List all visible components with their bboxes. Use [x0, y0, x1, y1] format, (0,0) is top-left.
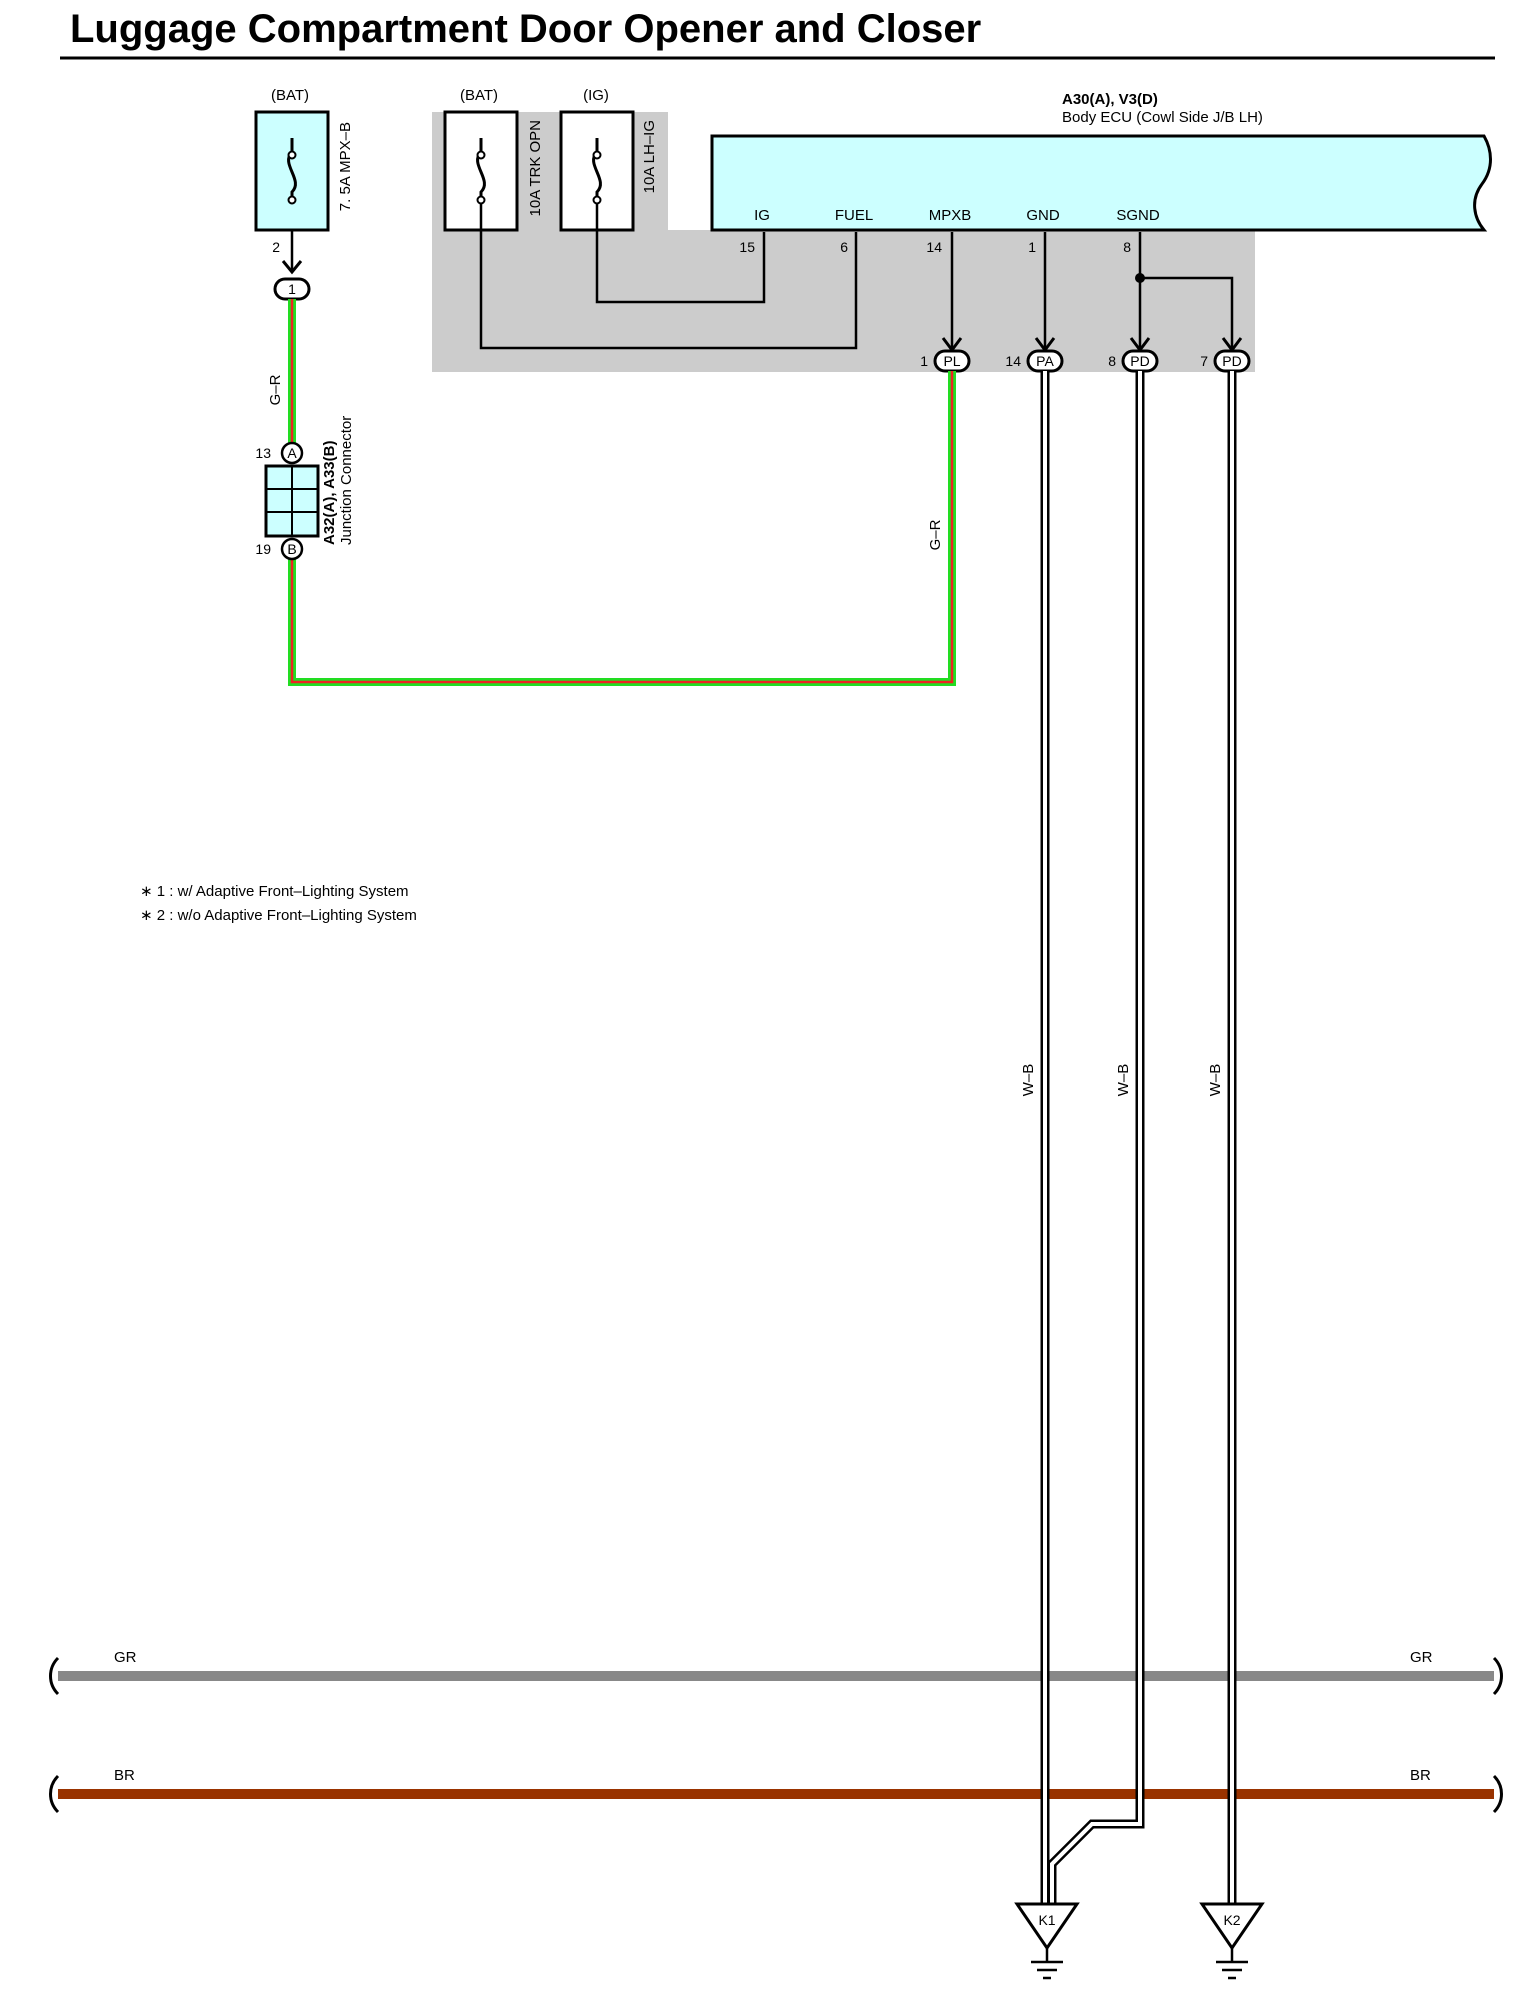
fuse-mpx-b: (BAT) 7. 5A MPX–B [254, 87, 354, 232]
ground-k2-label: K2 [1223, 1912, 1240, 1928]
bus-br-label-left: BR [114, 1767, 135, 1784]
junction-block-area [432, 112, 1255, 372]
ground-k1-label: K1 [1038, 1912, 1055, 1928]
fuse-trk-opn: (BAT) 10A TRK OPN [443, 87, 544, 232]
fuse-mpx-b-connector-code: 1 [288, 281, 296, 297]
conn-pd-8-pin: 8 [1108, 353, 1116, 369]
junction-code-b: B [287, 541, 296, 557]
conn-pd-7-code: PD [1222, 353, 1241, 369]
ecu-pin-mpxb: 14 [926, 239, 942, 255]
internal-wiring [479, 204, 1234, 350]
splice-point [1135, 273, 1145, 283]
fuse-mpx-b-source: (BAT) [271, 87, 309, 104]
ecu-code: A30(A), V3(D) [1062, 91, 1158, 108]
ecu-term-fuel: FUEL [835, 207, 873, 224]
junction-pin-a [280, 441, 304, 465]
ground-k2: K2 [1199, 1902, 1265, 1980]
conn-pd-8-code: PD [1130, 353, 1149, 369]
wire-label-w-b-1: W–B [1020, 1064, 1037, 1097]
body-ecu: A30(A), V3(D) Body ECU (Cowl Side J/B LH… [710, 91, 1492, 255]
bus-gr-label-right: GR [1410, 1649, 1433, 1666]
output-connectors: PL 1 PA 14 PD 8 PD 7 [920, 349, 1251, 373]
junction-code: A32(A), A33(B) [321, 441, 338, 545]
ecu-name: Body ECU (Cowl Side J/B LH) [1062, 109, 1263, 126]
junction-connector: A 13 B 19 A32(A), A33(B) Junction Connec… [255, 416, 355, 561]
wire-label-w-b-2: W–B [1115, 1064, 1132, 1097]
fuse-lh-ig-source: (IG) [583, 87, 609, 104]
bus-br [49, 1774, 1503, 1814]
bus-br-label-right: BR [1410, 1767, 1431, 1784]
conn-pd-7-pin: 7 [1200, 353, 1208, 369]
conn-pl-pin: 1 [920, 353, 928, 369]
ecu-box [710, 134, 1492, 232]
ecu-term-ig: IG [754, 207, 770, 224]
conn-pl-code: PL [943, 353, 960, 369]
bus-gr [49, 1656, 1503, 1696]
junction-name: Junction Connector [338, 416, 355, 545]
wire-g-r [288, 299, 956, 686]
note-2: ∗ 2 : w/o Adaptive Front–Lighting System [140, 907, 417, 924]
ecu-pin-fuel: 6 [840, 239, 848, 255]
fuse-mpx-b-name: 7. 5A MPX–B [337, 122, 354, 211]
conn-pa-code: PA [1036, 353, 1054, 369]
conn-pa-pin: 14 [1005, 353, 1021, 369]
wire-label-g-r-right: G–R [927, 519, 944, 550]
junction-pin-19: 19 [255, 541, 271, 557]
note-1: ∗ 1 : w/ Adaptive Front–Lighting System [140, 883, 409, 900]
junction-pin-b [280, 537, 304, 561]
wire-w-b-2 [1047, 371, 1145, 1904]
junction-pin-13: 13 [255, 445, 271, 461]
ecu-pin-sgnd: 8 [1123, 239, 1131, 255]
bus-gr-label-left: GR [114, 1649, 137, 1666]
wire-label-g-r-left: G–R [267, 374, 284, 405]
ground-k1: K1 [1014, 1902, 1080, 1980]
ecu-pin-ig: 15 [739, 239, 755, 255]
fuse-trk-opn-name: 10A TRK OPN [527, 120, 544, 216]
junction-code-a: A [287, 445, 297, 461]
page-title: Luggage Compartment Door Opener and Clos… [70, 7, 981, 51]
ecu-term-mpxb: MPXB [929, 207, 972, 224]
fuse-trk-opn-source: (BAT) [460, 87, 498, 104]
wire-label-w-b-3: W–B [1207, 1064, 1224, 1097]
fuse-lh-ig-name: 10A LH–IG [641, 120, 658, 193]
ecu-term-gnd: GND [1026, 207, 1060, 224]
ecu-pin-gnd: 1 [1028, 239, 1036, 255]
fuse-mpx-b-pin: 2 [272, 239, 280, 255]
ecu-term-sgnd: SGND [1116, 207, 1160, 224]
